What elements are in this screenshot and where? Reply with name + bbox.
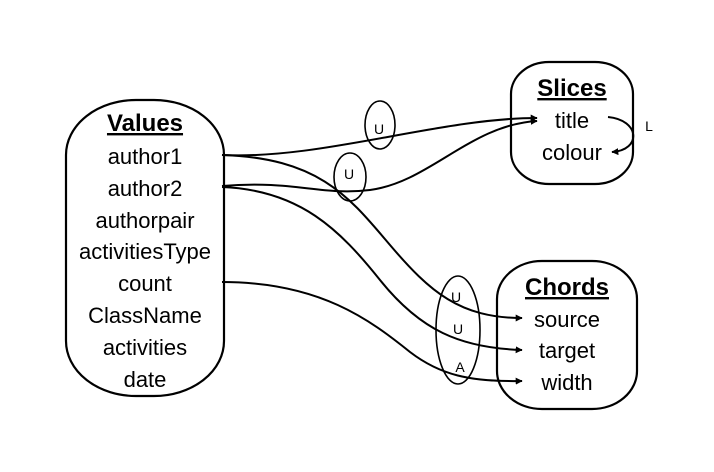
slices-box: Slices title colour: [509, 60, 635, 186]
chords-field-target: target: [539, 338, 595, 363]
edge-author2-to-target: [221, 186, 523, 354]
slices-box-title: Slices: [537, 75, 606, 102]
edge-title-to-colour: [607, 116, 635, 156]
slices-field-title: title: [555, 108, 589, 133]
values-field-author1: author1: [108, 144, 183, 169]
values-field-activitiesType: activitiesType: [79, 239, 211, 264]
edge-label-author2-title: U: [333, 152, 367, 202]
edge-author1-to-title: [221, 114, 538, 157]
edge-label-text: L: [645, 118, 653, 134]
slices-field-colour: colour: [542, 140, 602, 165]
edge-label-chords-group: U U A: [435, 275, 481, 385]
values-box-title: Values: [107, 110, 183, 137]
values-field-activities: activities: [103, 335, 187, 360]
edge-author1-to-source: [221, 154, 523, 322]
values-field-ClassName: ClassName: [88, 303, 202, 328]
edge-label-title-colour: L: [645, 118, 653, 134]
values-field-date: date: [124, 367, 167, 392]
slices-box-shape: [509, 60, 635, 186]
edge-label-text: U: [374, 121, 384, 137]
chords-box: Chords source target width: [495, 259, 639, 411]
chords-box-title: Chords: [525, 274, 609, 301]
values-field-author2: author2: [108, 176, 183, 201]
chords-box-shape: [495, 259, 639, 411]
values-box: Values author1 author2 authorpair activi…: [64, 98, 226, 398]
chords-field-width: width: [540, 370, 592, 395]
edge-label-text: U: [344, 166, 354, 182]
edge-label-oval: [333, 152, 367, 202]
edge-label-oval: [435, 275, 481, 385]
edge-label-text-source: U: [451, 289, 461, 305]
edge-label-oval: [364, 100, 396, 150]
values-field-authorpair: authorpair: [95, 208, 194, 233]
chords-field-source: source: [534, 307, 600, 332]
edge-label-text-width: A: [455, 359, 465, 375]
edge-label-text-target: U: [453, 321, 463, 337]
values-field-count: count: [118, 271, 172, 296]
edge-author2-to-title: [221, 117, 538, 193]
edge-count-to-width: [221, 281, 523, 385]
values-box-shape: [64, 98, 226, 398]
edge-label-author1-title: U: [364, 100, 396, 150]
